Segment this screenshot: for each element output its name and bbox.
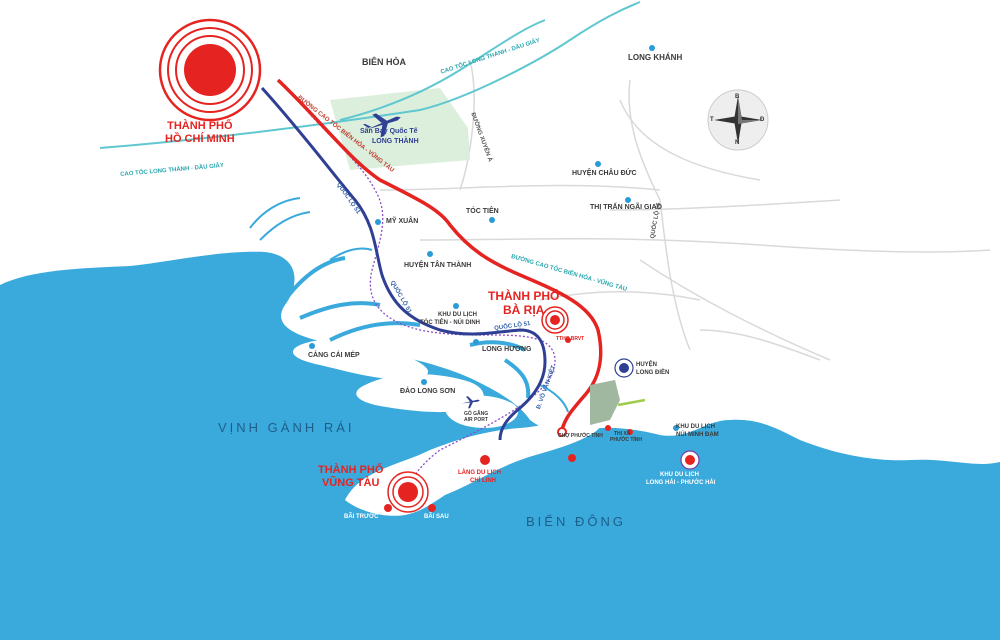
label-dao-long-son: ĐẢO LONG SƠN (400, 388, 456, 395)
sea-label-bien-dong: BIỂN ĐÔNG (526, 514, 626, 529)
mangrove-island-west (292, 339, 429, 380)
label-nui-minh-dam-line2: NÚI MINH ĐẠM (676, 432, 719, 438)
label-my-xuan: MỸ XUÂN (386, 218, 419, 225)
ba-ria-city-marker (541, 306, 569, 334)
river-small (249, 197, 569, 413)
long-dien-marker (614, 358, 634, 378)
label-long-huong: LONG HƯƠNG (482, 346, 532, 353)
airport-zone (330, 88, 470, 170)
label-chi-linh-line2: CHÍ LINH (470, 478, 496, 484)
highway-ql51 (260, 86, 547, 441)
bridge-road (617, 398, 646, 407)
wetland-area (590, 380, 620, 425)
expressway-end-marker (557, 427, 567, 437)
compass-south: N (735, 140, 740, 146)
vung-tau-city-marker (387, 471, 429, 513)
label-long-dien-line2: LONG ĐIỀN (636, 370, 670, 376)
label-toc-tien: TÓC TIÊN (466, 208, 499, 215)
label-airport-line1: Sân Bay Quốc Tế (360, 128, 418, 135)
label-nui-minh-dam-line1: KHU DU LỊCH (676, 424, 715, 430)
expressway-bien-hoa-vung-tau (276, 78, 603, 431)
hcm-city-marker (158, 18, 262, 122)
expressway-long-thanh-dau-giay (99, 1, 641, 149)
label-chau-duc: HUYỆN CHÂU ĐỨC (572, 170, 637, 177)
expressway-to-bien-hoa (339, 19, 546, 121)
label-khu-du-lich-line1: KHU DU LỊCH (438, 312, 477, 318)
label-long-hai-line2: LONG HẢI - PHƯỚC HẢI (646, 480, 716, 486)
red-poi-dots (384, 337, 633, 512)
long-hai-marker (680, 450, 700, 470)
compass-west: T (710, 117, 714, 123)
mangrove-island-go-gang (444, 395, 519, 428)
label-go-gang-line1: GÒ GĂNG (464, 411, 489, 417)
secondary-roads (379, 59, 991, 361)
airplane-icon-go-gang (462, 396, 480, 409)
label-tthc-brvt: TTHC BRVT (556, 336, 585, 342)
label-cang-cai-mep: CẢNG CÁI MÉP (308, 352, 360, 359)
compass-rose-icon (707, 89, 769, 151)
label-tan-thanh: HUYỆN TÂN THÀNH (404, 262, 472, 269)
label-ngai-giao: THỊ TRẤN NGÃI GIAO (590, 204, 662, 211)
label-bai-truoc: BÃI TRƯỚC (344, 514, 379, 520)
label-long-hai-line1: KHU DU LỊCH (660, 472, 699, 478)
label-cho-phuoc-tinh: CHỢ PHƯỚC TỈNH (558, 433, 603, 439)
label-thi-xa-line2: PHƯỚC TỈNH (610, 437, 643, 443)
river-channels (283, 256, 531, 399)
airplane-icon (363, 113, 401, 138)
label-khu-du-lich-line2: TÓC TIÊN - NÚI DINH (420, 320, 480, 326)
compass-north: B (735, 94, 740, 100)
compass-east: Đ (760, 117, 765, 123)
sea-label-ganh-rai: VỊNH GÀNH RÁI (218, 420, 355, 435)
label-chi-linh-line1: LÀNG DU LỊCH (458, 470, 501, 476)
label-long-khanh: LONG KHÁNH (628, 53, 683, 62)
label-bien-hoa: BIÊN HÒA (362, 57, 407, 67)
label-bai-sau: BÃI SAU (424, 514, 449, 520)
label-airport-line2: LONG THÀNH (372, 138, 419, 145)
label-long-dien-line1: HUYỆN (636, 362, 658, 368)
label-go-gang-line2: AIR PORT (464, 417, 488, 423)
label-thi-xa-line1: THỊ XÃ (614, 431, 631, 437)
blue-poi-dots (309, 45, 679, 431)
